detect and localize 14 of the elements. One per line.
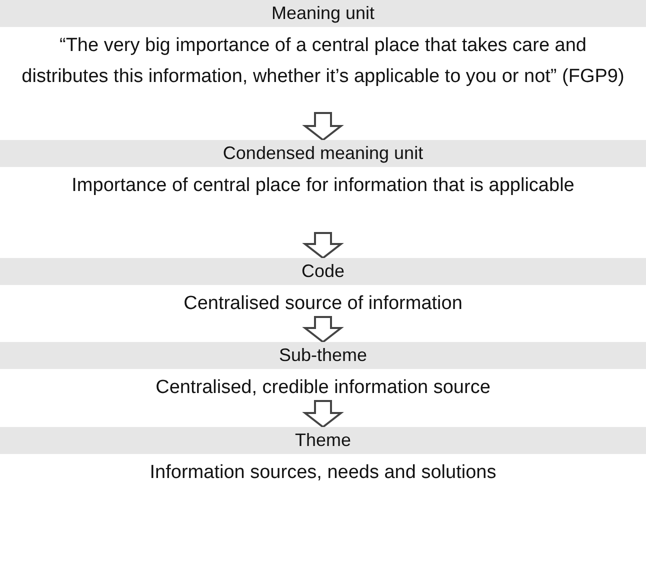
section-heading: Code — [0, 258, 646, 285]
down-arrow — [302, 400, 344, 428]
down-arrow — [302, 316, 344, 344]
section-heading: Theme — [0, 427, 646, 454]
section-text: Information sources, needs and solutions — [148, 461, 498, 485]
section-heading: Meaning unit — [0, 0, 646, 27]
section-heading: Sub-theme — [0, 342, 646, 369]
section-text: Centralised source of information — [182, 292, 464, 316]
section-text: Centralised, credible information source — [154, 376, 492, 400]
section-text: Importance of central place for information that is applicable — [70, 174, 576, 198]
down-arrow — [302, 112, 344, 142]
section-text: “The very big importance of a central place that takes care and distributes this information, whether it’s applicable to you or not” (FGP9) — [20, 34, 626, 89]
down-arrow — [302, 232, 344, 260]
section-heading: Condensed meaning unit — [0, 140, 646, 167]
